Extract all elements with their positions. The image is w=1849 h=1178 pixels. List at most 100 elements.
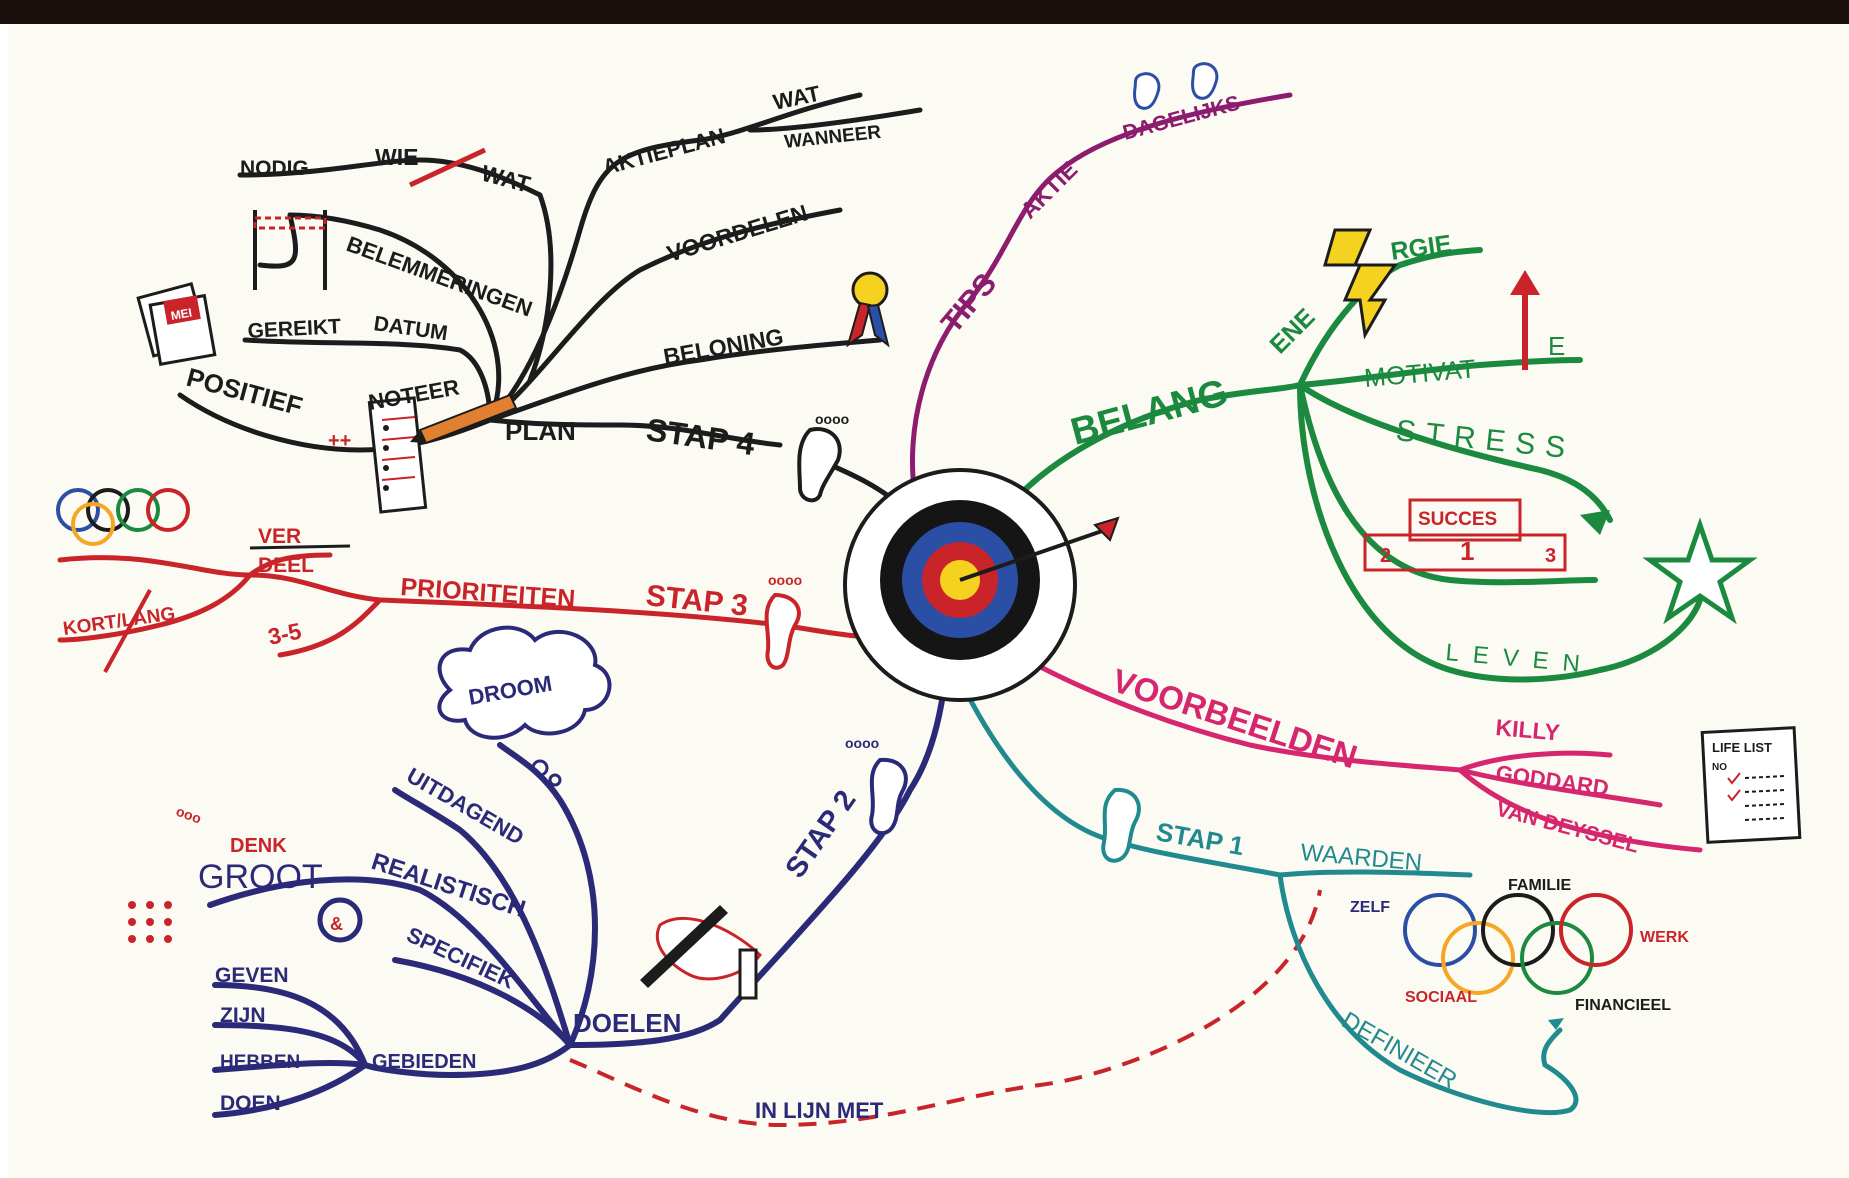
podium-3-label: 3 xyxy=(1545,545,1556,567)
goddard-label: GODDARD xyxy=(1494,760,1610,801)
hurdle-bar-icon xyxy=(253,216,327,230)
doen-label: DOEN xyxy=(220,1092,281,1115)
top-border-bar xyxy=(0,0,1849,24)
podium-icon: SUCCES 1 2 3 xyxy=(1363,498,1567,572)
positief-label: POSITIEF xyxy=(183,362,305,422)
energie-line xyxy=(1297,247,1483,388)
plan-line xyxy=(487,417,623,428)
familie-label: FAMILIE xyxy=(1508,877,1571,894)
specifiek-line xyxy=(392,957,573,1048)
podium-2-label: 2 xyxy=(1380,545,1391,567)
lightning-icon xyxy=(1323,228,1398,340)
gereikt-datum-line xyxy=(242,337,493,423)
aktieplan-label: AKTIEPLAN xyxy=(600,123,728,180)
voorbeelden-line xyxy=(1007,647,1463,773)
prioriteiten-label: PRIORITEITEN xyxy=(400,573,577,613)
footprint-dots-stap3: oooo xyxy=(768,572,802,588)
olympic-rings-icon xyxy=(56,488,190,546)
kort-lang-line xyxy=(57,572,253,643)
wat-label: WAT xyxy=(479,160,533,198)
tips-line xyxy=(910,92,1293,498)
kort-lang-slash xyxy=(103,589,152,673)
ampersand-loop xyxy=(317,897,363,943)
verdeel-divider xyxy=(249,544,351,550)
verdeel-line xyxy=(247,552,333,578)
stap2-label: STAP 2 xyxy=(780,785,863,884)
stap4-label: STAP 4 xyxy=(644,411,757,462)
star-icon xyxy=(1642,517,1758,625)
cloud-icon xyxy=(437,625,612,787)
zijn-line xyxy=(212,1022,368,1068)
denk-label: DENK xyxy=(230,835,287,857)
gebieden-label: GEBIEDEN xyxy=(372,1051,476,1073)
wat-connector-line xyxy=(527,192,554,383)
calendar-icon: MEI xyxy=(136,281,217,366)
motivatie-line xyxy=(1297,357,1583,388)
stap4-line xyxy=(617,422,783,448)
footprint-icon-stap3: oooo xyxy=(764,572,802,670)
ampersand-label: & xyxy=(330,914,343,934)
in-lijn-met-dashed-line xyxy=(569,889,1322,1128)
uitdagend-line xyxy=(392,787,573,1048)
wat2-label: WAT xyxy=(771,80,823,114)
energie-a-label: ENE xyxy=(1264,303,1320,359)
van-deyssel-line xyxy=(1457,767,1703,853)
belemmeringen-line xyxy=(287,212,502,423)
black-branch: MEI oooo STAP 4 PLAN NOTEE xyxy=(136,80,923,514)
leven-line xyxy=(1297,382,1703,683)
life-list-icon: LIFE LIST NO xyxy=(1700,726,1802,844)
target-icon xyxy=(843,468,1120,702)
belang-line xyxy=(1007,382,1303,508)
wie-wat-slash xyxy=(408,147,487,188)
wanneer-line xyxy=(747,107,923,133)
droom-stem-line xyxy=(497,742,598,1048)
van-deyssel-label: VAN DEYSSEL xyxy=(1494,798,1642,858)
succes-label: SUCCES xyxy=(1418,509,1497,530)
goddard-line xyxy=(1457,767,1663,808)
geven-label: GEVEN xyxy=(215,964,289,987)
footprint-icon-stap1 xyxy=(1101,787,1141,863)
voorbeelden-label: VOORBEELDEN xyxy=(1108,661,1362,775)
gebieden-line xyxy=(362,1042,573,1079)
footprint-icon-stap2: oooo xyxy=(845,735,908,836)
gereikt-label: GEREIKT xyxy=(247,315,342,343)
stress-line xyxy=(1297,382,1613,523)
hebben-label: HEBBEN xyxy=(220,1052,300,1073)
sociaal-label: SOCIAAL xyxy=(1405,989,1477,1006)
beloning-label: BELONING xyxy=(661,323,785,370)
groot-realistisch-line xyxy=(207,876,573,1048)
doelen-label: DOELEN xyxy=(573,1008,681,1038)
financieel-label: FINANCIEEL xyxy=(1575,997,1671,1014)
footprint-icon-stap4: oooo xyxy=(797,411,849,503)
werk-label: WERK xyxy=(1640,929,1689,946)
motivatie-label: MOTIVAT xyxy=(1363,353,1477,393)
definieer-line xyxy=(1277,872,1579,1116)
beloning-line xyxy=(487,337,883,423)
arrow-shaft-icon xyxy=(959,528,1106,582)
pencil-icon xyxy=(410,393,518,445)
deel-label: DEEL xyxy=(258,554,314,577)
stress-arrowhead xyxy=(1580,510,1610,535)
footprint-dots-stap2: oooo xyxy=(845,735,879,751)
doen-line xyxy=(212,1062,368,1118)
zijn-label: ZIJN xyxy=(220,1004,266,1027)
dots-grid-icon xyxy=(128,901,172,943)
voordelen-line xyxy=(487,207,843,423)
energie-b-label: RGIE xyxy=(1389,230,1453,266)
waarden-line xyxy=(1277,869,1473,878)
calendar-mark-text: MEI xyxy=(170,305,193,322)
geven-line xyxy=(212,982,368,1068)
positief-line xyxy=(177,392,363,453)
zelf-label: ZELF xyxy=(1350,899,1390,916)
wie-label: WIE xyxy=(375,144,418,170)
green-branch: SUCCES 1 2 3 BELANG ENE RGIE MOTIVAT E S… xyxy=(1007,228,1758,683)
tips-label: TIPS xyxy=(935,267,1003,339)
definieer-label: DEFINIEER xyxy=(1337,1007,1461,1094)
definieer-flag-icon xyxy=(1548,1018,1564,1030)
belang-label: BELANG xyxy=(1066,372,1232,454)
arrow-fletching-icon xyxy=(1093,516,1120,542)
checklist-icon xyxy=(367,396,428,514)
in-lijn-met-label: IN LIJN MET xyxy=(755,1098,884,1123)
